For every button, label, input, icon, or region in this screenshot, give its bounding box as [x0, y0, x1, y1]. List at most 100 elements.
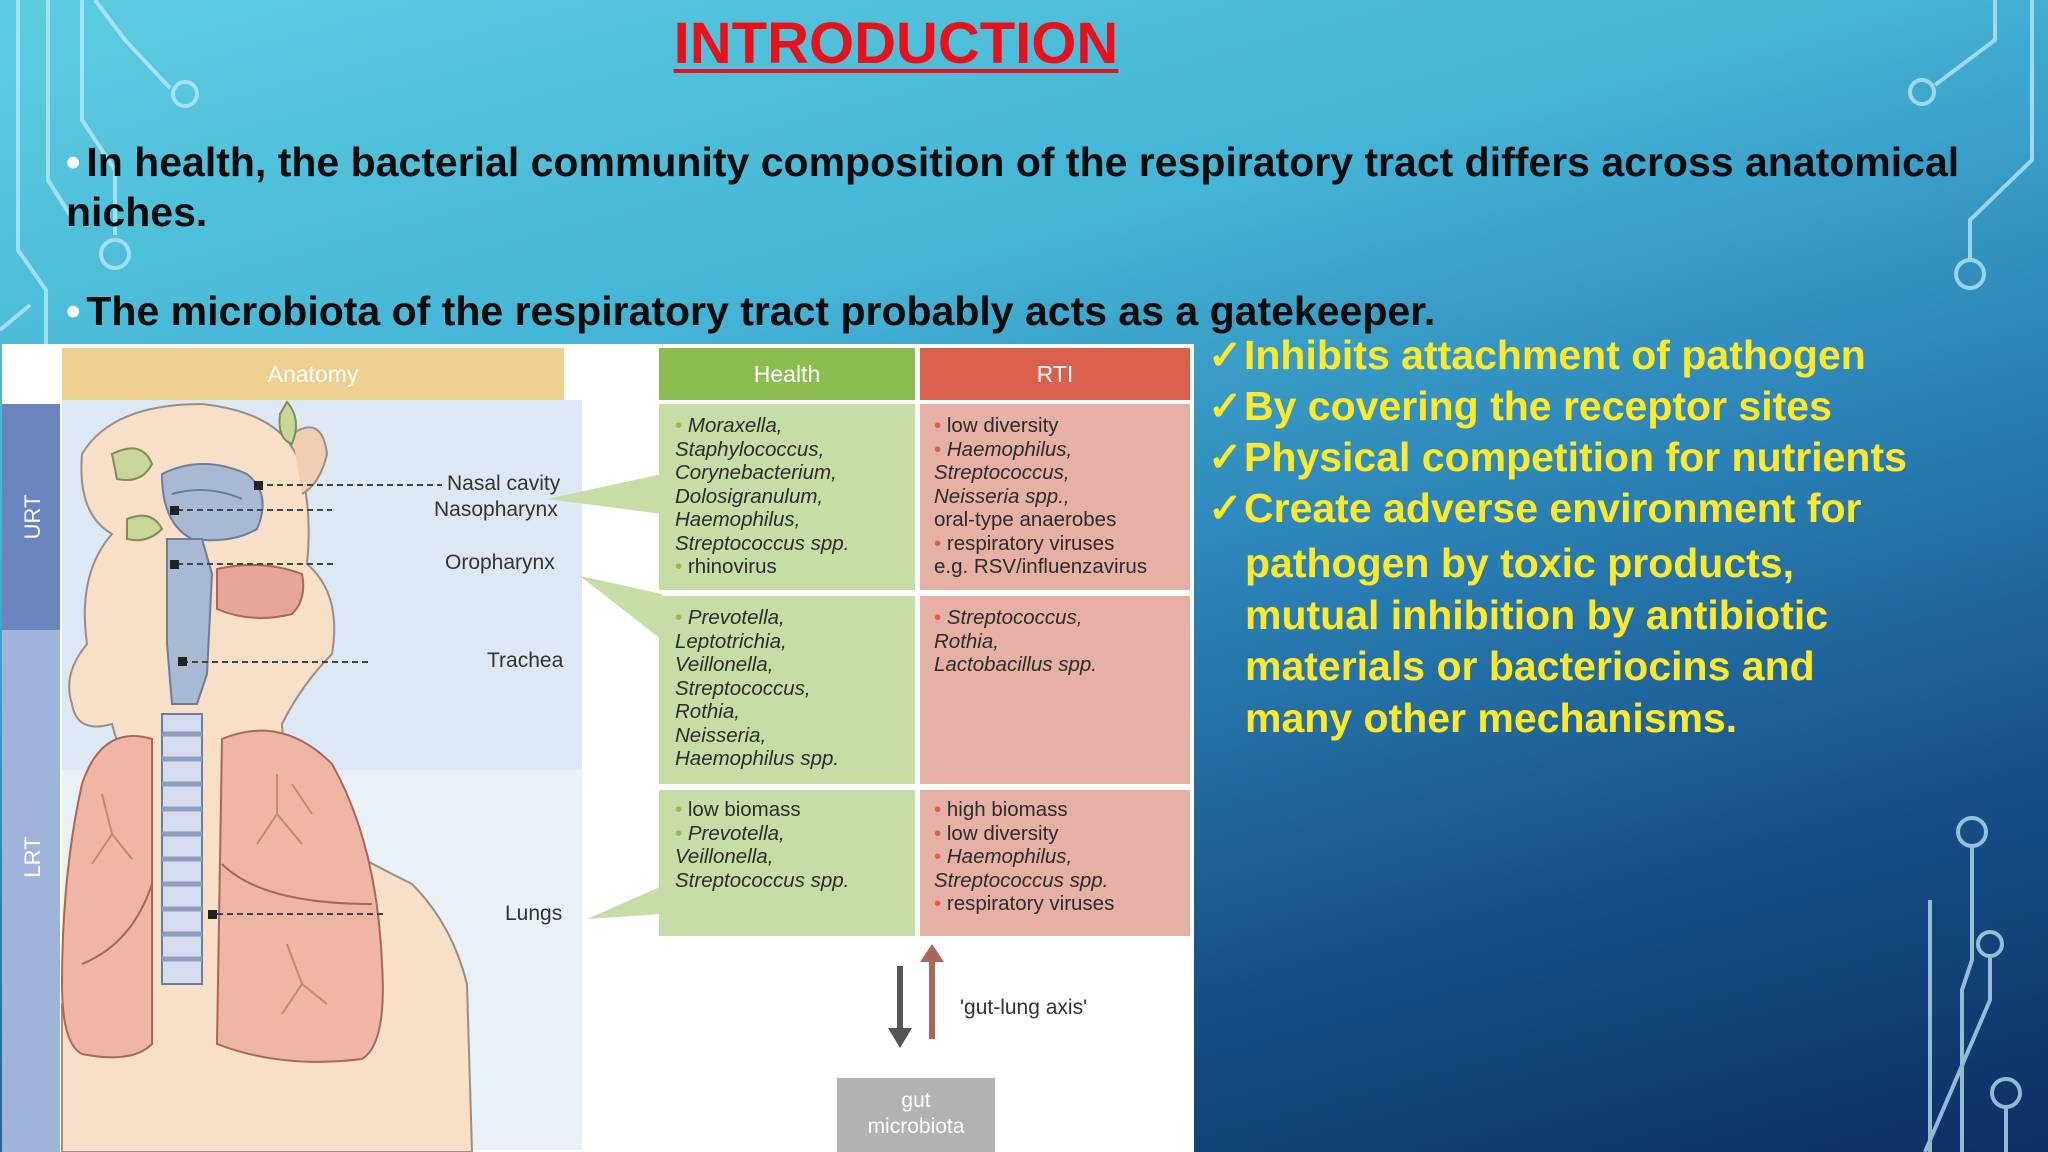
mechanism-item: ✓Create adverse environment for — [1208, 483, 2038, 534]
cell-text: Streptococcus, — [946, 606, 1083, 629]
bullet-dot: • — [934, 845, 947, 868]
rti-cell-oropharynx: • Streptococcus,Rothia,Lactobacillus spp… — [920, 596, 1190, 784]
bullet-gatekeeper: •The microbiota of the respiratory tract… — [66, 286, 1966, 336]
cell-text: respiratory viruses — [946, 892, 1115, 915]
health-header: Health — [659, 348, 915, 400]
cell-text: low biomass — [687, 798, 801, 821]
cell-line: • Streptococcus, — [932, 606, 1186, 630]
anatomy-illustration — [2, 400, 944, 1152]
cell-text: Moraxella, — [687, 414, 783, 437]
bullet-text: The microbiota of the respiratory tract … — [86, 288, 1436, 334]
lrt-label: LRT — [20, 836, 45, 878]
cell-line: Streptococcus spp. — [673, 869, 911, 893]
cell-line: Streptococcus, — [932, 461, 1186, 485]
rti-header: RTI — [920, 348, 1190, 400]
mechanism-item: ✓Physical competition for nutrients — [1208, 432, 2038, 483]
cell-line: Streptococcus, — [673, 677, 911, 701]
cell-line: • respiratory viruses — [932, 532, 1186, 556]
urt-label: URT — [20, 494, 45, 540]
gut-lung-axis-label: 'gut-lung axis' — [960, 996, 1088, 1019]
cell-text: Lactobacillus spp. — [934, 653, 1097, 676]
gut-label: gut — [901, 1089, 931, 1112]
cell-text: Prevotella, — [687, 606, 785, 629]
cell-text: Haemophilus spp. — [675, 747, 840, 770]
bullet-dot: • — [934, 437, 947, 461]
trachea-label: Trachea — [487, 649, 564, 672]
cell-line: Corynebacterium, — [673, 461, 911, 485]
cell-text: respiratory viruses — [946, 531, 1115, 555]
cell-text: Streptococcus spp. — [675, 531, 850, 555]
cell-line: • Prevotella, — [673, 822, 911, 846]
mechanism-text: By covering the receptor sites — [1244, 383, 1832, 429]
cell-line: Rothia, — [932, 630, 1186, 654]
cell-line: Neisseria spp., — [932, 485, 1186, 509]
mechanism-continuation: mutual inhibition by antibiotic — [1245, 591, 1829, 638]
cell-line: Haemophilus spp. — [673, 747, 911, 771]
nasal-cavity-label: Nasal cavity — [447, 472, 561, 495]
cell-text: Haemophilus, — [675, 508, 801, 531]
oropharynx-label: Oropharynx — [445, 551, 555, 574]
cell-line: • low diversity — [932, 414, 1186, 438]
lungs-label: Lungs — [505, 902, 563, 925]
cell-line: • Haemophilus, — [932, 845, 1186, 869]
cell-line: • rhinovirus — [673, 555, 911, 579]
cell-line: Lactobacillus spp. — [932, 653, 1186, 677]
nasopharynx-label: Nasopharynx — [434, 498, 558, 521]
cell-text: Leptotrichia, — [675, 629, 787, 653]
bullet-dot: • — [934, 892, 947, 915]
rti-cell-nasopharynx: • low diversity• Haemophilus,Streptococc… — [920, 404, 1190, 590]
bullet-dot: • — [675, 821, 688, 845]
cell-line: Veillonella, — [673, 845, 911, 869]
check-icon: ✓ — [1208, 485, 1243, 531]
cell-line: Streptococcus spp. — [932, 869, 1186, 893]
cell-text: Streptococcus, — [675, 676, 811, 700]
health-cell-oropharynx: • Prevotella,Leptotrichia,Veillonella,St… — [659, 596, 915, 784]
mechanism-continuation: many other mechanisms. — [1245, 694, 1738, 741]
mechanism-text: Create adverse environment for — [1244, 485, 1862, 531]
microbiota-label: microbiota — [867, 1115, 965, 1138]
respiratory-microbiota-figure: Anatomy Health RTI URT LRT Nasal cavity … — [2, 344, 1194, 1152]
cell-line: • Prevotella, — [673, 606, 911, 630]
mechanism-continuation: materials or bacteriocins and — [1245, 643, 1815, 689]
bullet-dot: • — [675, 606, 688, 629]
cell-text: Neisseria, — [675, 723, 767, 747]
bullet-dot: • — [934, 414, 947, 437]
cell-text: high biomass — [946, 798, 1068, 821]
check-icon: ✓ — [1208, 383, 1243, 429]
cell-text: Veillonella, — [675, 845, 774, 868]
bullet-dot: • — [675, 414, 688, 437]
bullet-dot: • — [934, 821, 947, 845]
cell-line: Leptotrichia, — [673, 630, 911, 654]
mechanism-continuation: pathogen by toxic products, — [1245, 540, 1794, 586]
bullet-dot: • — [675, 555, 688, 578]
mechanism-text: Inhibits attachment of pathogen — [1244, 332, 1866, 378]
slide-title: INTRODUCTION — [673, 11, 1119, 76]
bullet-marker: • — [66, 139, 81, 185]
cell-line: Rothia, — [673, 700, 911, 724]
bullet-health-composition: •In health, the bacterial community comp… — [66, 137, 1966, 237]
cell-text: Streptococcus spp. — [675, 868, 850, 892]
check-icon: ✓ — [1208, 434, 1243, 480]
cell-text: Prevotella, — [687, 821, 785, 845]
cell-text: Staphylococcus, — [675, 437, 825, 461]
health-cell-lungs: • low biomass• Prevotella,Veillonella,St… — [659, 790, 915, 936]
cell-line: Streptococcus spp. — [673, 532, 911, 556]
cell-text: Haemophilus, — [946, 437, 1073, 461]
cell-line: Veillonella, — [673, 653, 911, 677]
bullet-dot: • — [675, 798, 688, 821]
cell-line: Staphylococcus, — [673, 438, 911, 462]
cell-line: • high biomass — [932, 798, 1186, 822]
cell-line: Neisseria, — [673, 724, 911, 748]
check-icon: ✓ — [1208, 332, 1243, 378]
cell-text: Haemophilus, — [946, 845, 1073, 868]
cell-text: Veillonella, — [675, 653, 774, 676]
cell-text: low diversity — [946, 414, 1059, 437]
bullet-dot: • — [934, 531, 947, 555]
cell-text: Rothia, — [675, 700, 740, 723]
cell-line: • Haemophilus, — [932, 438, 1186, 462]
cell-line: • low diversity — [932, 822, 1186, 846]
health-cell-nasopharynx: • Moraxella,Staphylococcus,Corynebacteri… — [659, 404, 915, 590]
mechanism-text: Physical competition for nutrients — [1244, 434, 1907, 480]
